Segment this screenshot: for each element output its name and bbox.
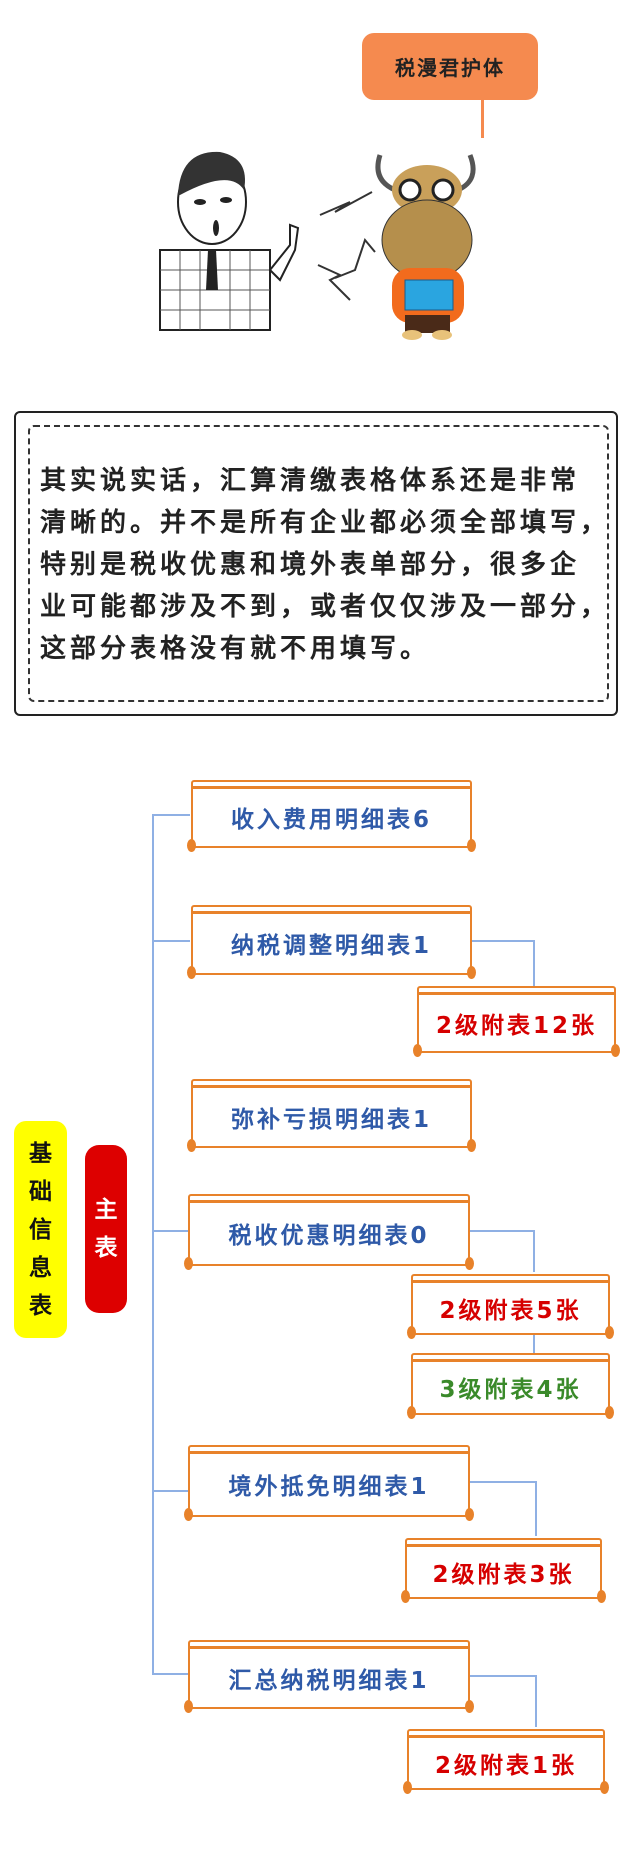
connector-line bbox=[533, 940, 535, 988]
root-char: 信 bbox=[29, 1216, 52, 1243]
root-char: 基 bbox=[29, 1140, 52, 1167]
node-label: 弥补亏损明细表1 bbox=[230, 1106, 432, 1133]
cartoon-illustration bbox=[159, 151, 476, 340]
explanation-box-inner-border bbox=[28, 425, 609, 702]
node-label: 2级附表5张 bbox=[439, 1297, 582, 1324]
paragraph-line: 特别是税收优惠和境外表单部分，很多企 bbox=[40, 550, 581, 580]
node-label: 税收优惠明细表0 bbox=[228, 1223, 430, 1249]
lightning-icon bbox=[317, 191, 376, 301]
node-label: 2级附表3张 bbox=[432, 1561, 575, 1588]
explanation-text: 其实说实话，汇算清缴表格体系还是非常 清晰的。并不是所有企业都必须全部填写， 特… bbox=[40, 460, 610, 670]
paragraph-line: 这部分表格没有就不用填写。 bbox=[40, 634, 431, 664]
node-label: 2级附表12张 bbox=[435, 1012, 597, 1039]
connector-line bbox=[535, 1481, 537, 1536]
man-character-icon bbox=[159, 151, 300, 331]
node-label: 纳税调整明细表1 bbox=[230, 933, 432, 959]
node-label: 3级附表4张 bbox=[439, 1377, 582, 1403]
node-label: 2级附表1张 bbox=[434, 1752, 577, 1779]
branch-line bbox=[152, 1490, 188, 1492]
paragraph-line: 业可能都涉及不到，或者仅仅涉及一部分， bbox=[40, 592, 611, 622]
branch-line bbox=[152, 940, 190, 942]
table-node-tax-adjustment: 纳税调整明细表1 bbox=[187, 905, 476, 979]
sub-node-level2: 2级附表1张 bbox=[403, 1729, 609, 1794]
root-node-basic-info: 基 础 信 息 表 bbox=[14, 1121, 67, 1338]
bull-character-icon bbox=[375, 154, 476, 340]
sub-node-level2: 2级附表3张 bbox=[401, 1538, 606, 1603]
speech-bubble-tail bbox=[481, 100, 484, 138]
connector-line bbox=[470, 1481, 536, 1483]
node-label: 境外抵免明细表1 bbox=[228, 1474, 430, 1500]
connector-line bbox=[470, 1675, 536, 1677]
connector-line bbox=[535, 1675, 537, 1727]
main-char: 表 bbox=[94, 1235, 118, 1261]
table-node-loss-carryforward: 弥补亏损明细表1 bbox=[187, 1079, 476, 1152]
root-char: 表 bbox=[29, 1292, 52, 1319]
table-node-foreign-credit: 境外抵免明细表1 bbox=[184, 1445, 474, 1521]
sub-node-level3: 3级附表4张 bbox=[407, 1353, 614, 1419]
speech-bubble: 税漫君护体 bbox=[362, 33, 538, 100]
table-node-consolidated-tax: 汇总纳税明细表1 bbox=[184, 1640, 474, 1713]
sub-node-level2: 2级附表5张 bbox=[407, 1274, 614, 1339]
root-char: 息 bbox=[29, 1254, 52, 1281]
main-table-node: 主 表 bbox=[85, 1145, 127, 1313]
table-node-tax-incentives: 税收优惠明细表0 bbox=[184, 1194, 474, 1270]
connector-line bbox=[470, 1230, 534, 1232]
table-node-income-expense: 收入费用明细表6 bbox=[187, 780, 476, 852]
sub-node-level2: 2级附表12张 bbox=[413, 986, 620, 1057]
root-char: 础 bbox=[29, 1178, 52, 1205]
connector-line bbox=[472, 940, 534, 942]
node-label: 收入费用明细表6 bbox=[230, 807, 432, 833]
branch-line bbox=[152, 1230, 188, 1232]
connector-line bbox=[533, 1230, 535, 1272]
explanation-box bbox=[14, 411, 618, 716]
branch-line bbox=[152, 1673, 188, 1675]
tree-trunk-line bbox=[152, 814, 154, 1674]
node-label: 汇总纳税明细表1 bbox=[228, 1667, 430, 1694]
branch-line bbox=[152, 814, 190, 816]
connector-line bbox=[533, 1335, 535, 1353]
paragraph-line: 清晰的。并不是所有企业都必须全部填写， bbox=[40, 508, 611, 538]
main-char: 主 bbox=[94, 1197, 118, 1223]
paragraph-line: 其实说实话，汇算清缴表格体系还是非常 bbox=[40, 466, 581, 496]
